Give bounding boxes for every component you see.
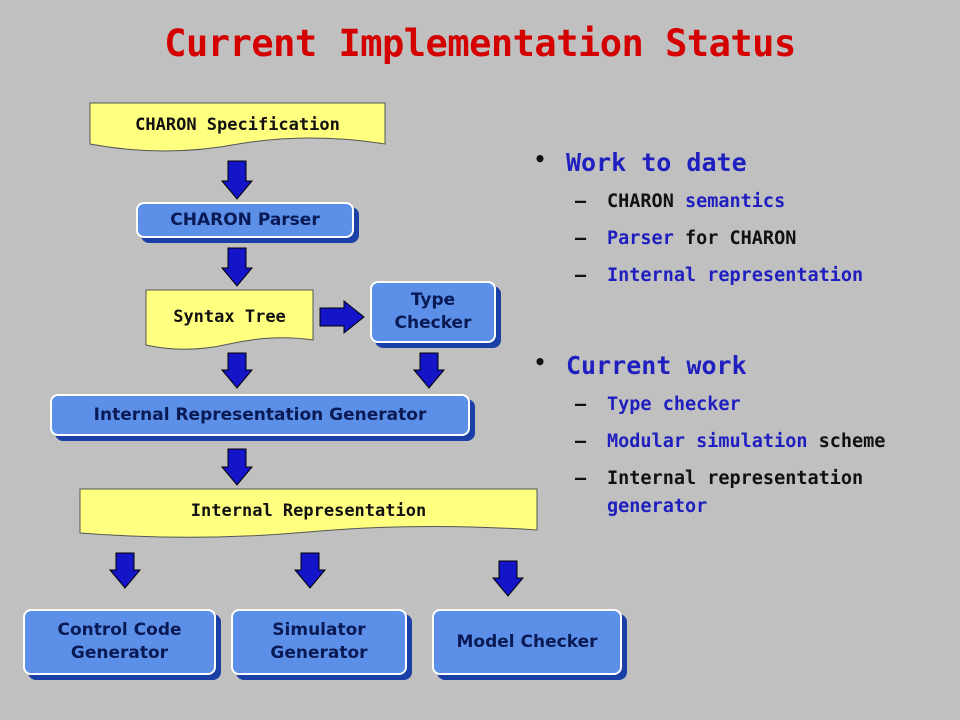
bullet-list: • Work to date – CHARON semantics – Pars… bbox=[530, 147, 960, 530]
dash-marker: – bbox=[575, 265, 587, 286]
list-item: – Internal representation generator bbox=[530, 465, 960, 521]
type-checker-box: Type Checker bbox=[370, 281, 496, 343]
arrow-spec-to-parser bbox=[220, 160, 254, 200]
bullet-spacer bbox=[530, 299, 960, 351]
simulator-generator-box: Simulator Generator bbox=[231, 609, 407, 675]
ir-generator-label: Internal Representation Generator bbox=[93, 404, 427, 425]
model-checker-box: Model Checker bbox=[432, 609, 622, 675]
list-item: – Type checker bbox=[530, 391, 960, 419]
type-checker-line-2: Checker bbox=[394, 313, 472, 333]
type-checker-line-1: Type bbox=[410, 290, 456, 311]
simulator-line-1: Simulator bbox=[272, 620, 366, 641]
item-text-black: scheme bbox=[807, 431, 886, 452]
item-text-blue: Type checker bbox=[607, 394, 741, 415]
item-text-blue: generator bbox=[607, 496, 708, 517]
arrow-irgen-to-ir bbox=[220, 448, 254, 486]
arrow-checker-to-irgen bbox=[412, 352, 446, 389]
dash-marker: – bbox=[575, 431, 587, 452]
dash-marker: – bbox=[575, 191, 587, 212]
item-text-blue: Modular simulation bbox=[607, 431, 808, 452]
list-item: – Internal representation bbox=[530, 262, 960, 290]
item-text-blue: Parser bbox=[607, 228, 674, 249]
arrow-ir-to-simulator bbox=[293, 552, 327, 589]
internal-representation-label: Internal Representation bbox=[190, 501, 427, 521]
bullet-heading-current-work: • Current work bbox=[530, 350, 960, 391]
slide-title: Current Implementation Status bbox=[164, 22, 796, 65]
arrow-ir-to-model-checker bbox=[491, 560, 525, 597]
dash-marker: – bbox=[575, 394, 587, 415]
simulator-line-2: Generator bbox=[270, 643, 368, 663]
arrow-parser-to-tree bbox=[220, 247, 254, 287]
item-text-black: for CHARON bbox=[673, 228, 797, 249]
charon-parser-label: CHARON Parser bbox=[170, 209, 320, 230]
bullet-heading-work-to-date: • Work to date bbox=[530, 147, 960, 188]
item-text-blue: Internal representation bbox=[607, 265, 864, 286]
model-checker-label: Model Checker bbox=[456, 631, 598, 652]
list-item: – Modular simulation scheme bbox=[530, 428, 960, 456]
control-code-line-1: Control Code bbox=[57, 620, 182, 641]
list-item: – Parser for CHARON bbox=[530, 225, 960, 253]
syntax-tree-label: Syntax Tree bbox=[173, 307, 286, 327]
dash-marker: – bbox=[575, 228, 587, 249]
item-text-black: CHARON bbox=[607, 191, 674, 212]
control-code-generator-box: Control Code Generator bbox=[23, 609, 216, 675]
item-text-black: Internal representation bbox=[607, 468, 864, 489]
charon-parser-box: CHARON Parser bbox=[136, 202, 354, 238]
dash-marker: – bbox=[575, 468, 587, 489]
item-text-blue: semantics bbox=[673, 191, 786, 212]
arrow-ir-to-control bbox=[108, 552, 142, 589]
spec-document-shape bbox=[89, 102, 386, 152]
list-item: – CHARON semantics bbox=[530, 188, 960, 216]
control-code-line-2: Generator bbox=[70, 643, 169, 663]
bullet-heading-text: Current work bbox=[566, 351, 747, 380]
internal-rep-document-shape bbox=[79, 488, 538, 538]
bullet-dot: • bbox=[534, 350, 547, 374]
syntax-tree-document-shape bbox=[145, 289, 314, 350]
spec-document-label: CHARON Specification bbox=[135, 115, 340, 135]
arrow-tree-to-checker bbox=[319, 299, 365, 335]
arrow-tree-to-irgen bbox=[220, 352, 254, 389]
bullet-heading-text: Work to date bbox=[566, 148, 747, 177]
bullet-dot: • bbox=[534, 147, 547, 171]
ir-generator-box: Internal Representation Generator bbox=[50, 394, 470, 436]
